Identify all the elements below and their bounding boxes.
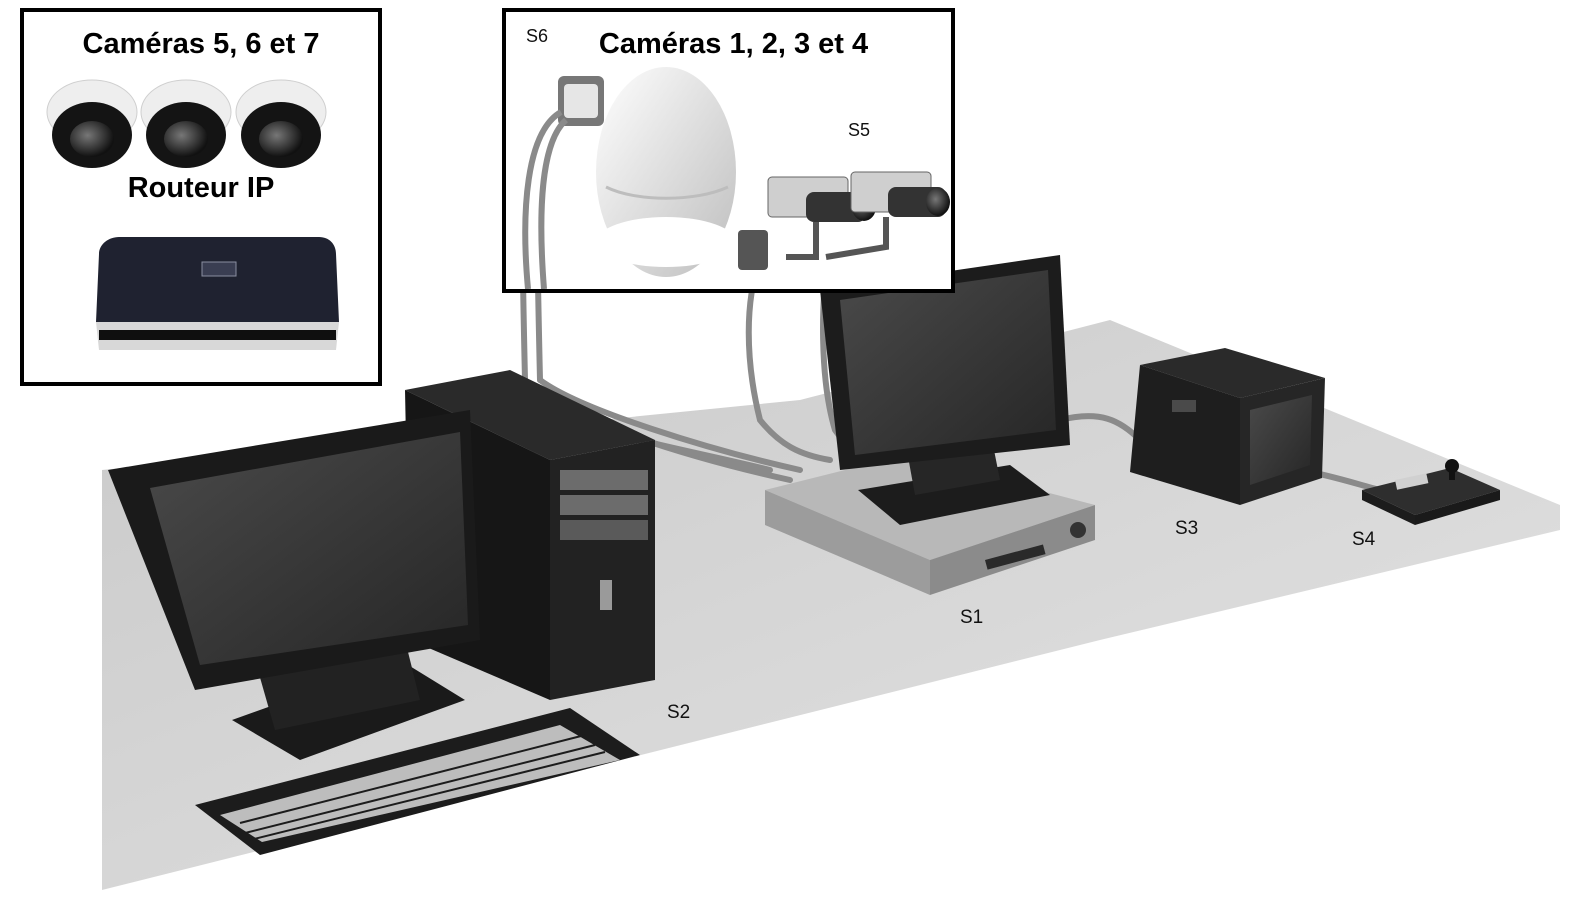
keyboard [195, 708, 640, 855]
inset-right-title: Caméras 1, 2, 3 et 4 [598, 28, 869, 60]
monitor-s2 [108, 410, 480, 760]
wall-outlet-s5 [738, 230, 768, 270]
label-s2: S2 [667, 702, 690, 723]
cameras-1-4-illustration [522, 67, 950, 289]
ptz-controller-s4 [1362, 459, 1500, 525]
label-s4: S4 [1352, 529, 1376, 550]
label-s3: S3 [1175, 518, 1198, 539]
cables [519, 92, 1383, 493]
box-camera-2 [825, 171, 950, 260]
label-s6: S6 [526, 26, 549, 46]
monitor-s1 [820, 255, 1070, 525]
dome-camera-6 [140, 79, 232, 168]
inset-left-title: Caméras 5, 6 et 7 [82, 28, 320, 60]
label-s5: S5 [848, 120, 871, 140]
ip-router [96, 237, 339, 350]
inset-left-router-title: Routeur IP [127, 172, 275, 204]
inset-cameras-5-6-7: Caméras 5, 6 et 7 Routeur IP [20, 8, 382, 386]
dome-camera-7 [235, 79, 327, 168]
dome-cameras-group [46, 79, 327, 168]
inset-cameras-1-2-3-4: S6 Caméras 1, 2, 3 et 4 S5 [502, 8, 955, 293]
monitor-s3 [1130, 348, 1325, 505]
dome-camera-5 [46, 79, 138, 168]
ptz-dome-camera [596, 67, 736, 277]
wall-outlet-s6 [558, 76, 604, 126]
label-s1: S1 [960, 607, 983, 628]
